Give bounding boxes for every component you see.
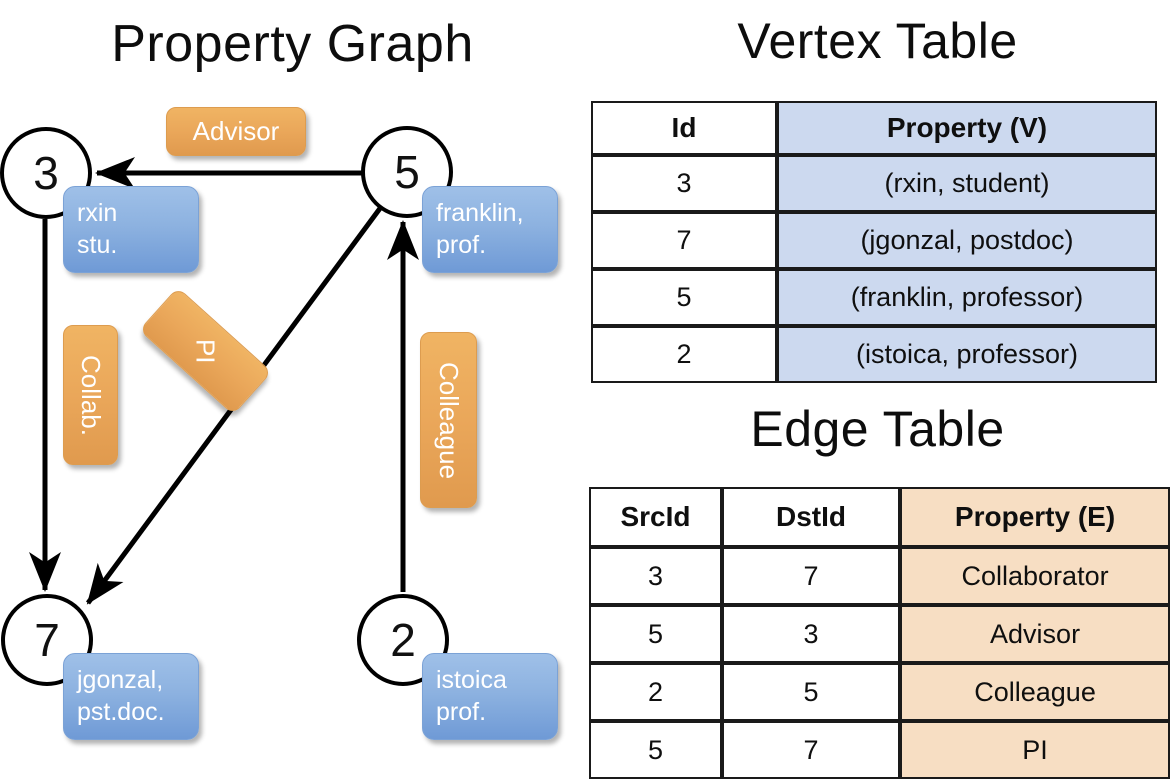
edge-table-cell-property: Collaborator (900, 547, 1170, 605)
edge-table-header-dstid: DstId (721, 487, 901, 547)
vertex-node-7-label: 7 (34, 614, 60, 666)
vertex-node-5-label: 5 (394, 146, 420, 198)
edge-label-colleague-text: Colleague (434, 361, 464, 479)
vertex-property-box-5-line2: prof. (436, 231, 487, 259)
table-row[interactable]: 7 (jgonzal, postdoc) (591, 212, 1157, 269)
table-row[interactable]: 2 5 Colleague (589, 663, 1170, 721)
table-row[interactable]: 2 (istoica, professor) (591, 326, 1157, 383)
vertex-property-box-3-line2: stu. (77, 231, 118, 259)
edge-table-header-row: SrcId DstId Property (E) (589, 487, 1170, 547)
vertex-property-box-3[interactable]: rxin stu. (63, 186, 199, 273)
edge-table-cell-property: PI (900, 721, 1170, 779)
vertex-table: Id Property (V) 3 (rxin, student) 7 (jgo… (591, 101, 1157, 383)
slide-canvas: Property Graph Vertex Table Edge Table 3… (0, 13, 1170, 779)
vertex-table-header-row: Id Property (V) (591, 101, 1157, 155)
edge-table-cell-property: Colleague (900, 663, 1170, 721)
table-row[interactable]: 5 7 PI (589, 721, 1170, 779)
table-row[interactable]: 5 3 Advisor (589, 605, 1170, 663)
vertex-table-cell-id: 2 (591, 326, 777, 383)
vertex-node-5[interactable]: 5 (361, 126, 453, 218)
table-row[interactable]: 5 (franklin, professor) (591, 269, 1157, 326)
edge-table-cell-dstid: 7 (721, 547, 901, 605)
edge-label-collab[interactable]: Collab. (63, 325, 118, 465)
edge-table-header-srcid: SrcId (589, 487, 722, 547)
table-row[interactable]: 3 (rxin, student) (591, 155, 1157, 212)
vertex-property-box-2-line2: prof. (436, 698, 487, 726)
edge-table-cell-srcid: 3 (589, 547, 722, 605)
edge-label-collab-text: Collab. (76, 354, 106, 436)
edge-label-advisor-text: Advisor (192, 116, 280, 146)
property-graph-title: Property Graph (111, 15, 474, 73)
vertex-table-cell-id: 3 (591, 155, 777, 212)
vertex-table-cell-id: 5 (591, 269, 777, 326)
vertex-table-cell-property: (rxin, student) (777, 155, 1157, 212)
vertex-table-title: Vertex Table (737, 13, 1018, 69)
vertex-property-box-5[interactable]: franklin, prof. (422, 186, 558, 273)
edge-table-title: Edge Table (750, 401, 1005, 457)
vertex-table-cell-property: (franklin, professor) (777, 269, 1157, 326)
edge-table: SrcId DstId Property (E) 3 7 Collaborato… (589, 487, 1170, 779)
vertex-property-box-7[interactable]: jgonzal, pst.doc. (63, 653, 199, 740)
edge-label-advisor[interactable]: Advisor (166, 107, 306, 156)
vertex-table-cell-property: (jgonzal, postdoc) (777, 212, 1157, 269)
edge-label-pi-text: PI (190, 338, 221, 364)
vertex-node-2-label: 2 (390, 614, 416, 666)
vertex-table-cell-id: 7 (591, 212, 777, 269)
vertex-node-2[interactable]: 2 (357, 594, 449, 686)
vertex-property-box-5-line1: franklin, (436, 199, 524, 227)
vertex-property-box-7-line1: jgonzal, (77, 666, 164, 694)
vertex-node-3-label: 3 (33, 147, 59, 199)
vertex-property-box-3-line1: rxin (77, 199, 118, 227)
edge-table-header-property: Property (E) (900, 487, 1170, 547)
edge-label-colleague[interactable]: Colleague (420, 332, 477, 508)
edge-table-cell-dstid: 7 (721, 721, 901, 779)
edge-table-cell-property: Advisor (900, 605, 1170, 663)
vertex-property-box-7-line2: pst.doc. (77, 698, 165, 726)
vertex-property-box-2-line1: istoica (436, 666, 507, 694)
vertex-table-header-property: Property (V) (777, 101, 1157, 155)
edge-table-cell-dstid: 3 (721, 605, 901, 663)
vertex-table-header-id: Id (591, 101, 777, 155)
vertex-table-cell-property: (istoica, professor) (777, 326, 1157, 383)
edge-table-cell-dstid: 5 (721, 663, 901, 721)
table-row[interactable]: 3 7 Collaborator (589, 547, 1170, 605)
vertex-property-box-2[interactable]: istoica prof. (422, 653, 558, 740)
edge-table-cell-srcid: 5 (589, 605, 722, 663)
edge-table-cell-srcid: 2 (589, 663, 722, 721)
edge-table-cell-srcid: 5 (589, 721, 722, 779)
